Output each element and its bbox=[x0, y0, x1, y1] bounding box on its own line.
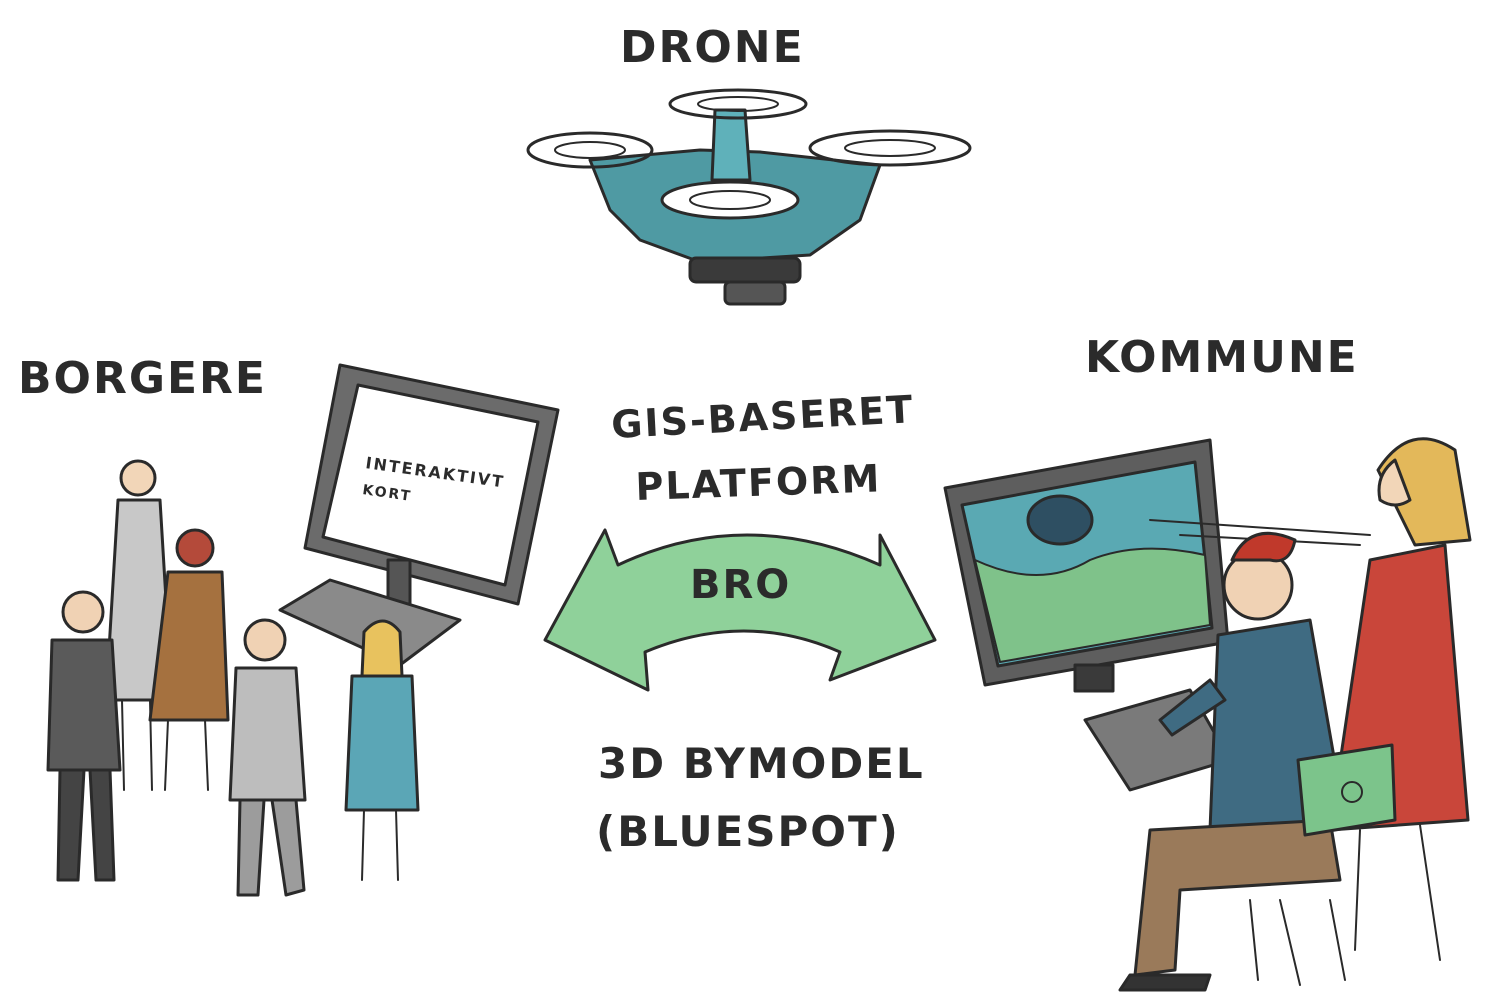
kommune-map-land bbox=[974, 547, 1211, 663]
citizen-blue-coat bbox=[344, 619, 420, 881]
kommune-chair bbox=[1249, 743, 1397, 986]
kommune-label: KOMMUNE bbox=[1085, 332, 1359, 383]
citizen-screen-display bbox=[321, 383, 540, 587]
model-label-line1: 3D BYMODEL bbox=[598, 739, 925, 788]
drone-camera-lens bbox=[723, 280, 787, 306]
citizen-grey-suit bbox=[228, 618, 307, 897]
citizen-screen-label-line2: KORT bbox=[361, 482, 413, 505]
kommune-map-lake bbox=[1026, 494, 1094, 546]
drone-camera bbox=[688, 256, 802, 284]
citizen-screen: INTERAKTIVT KORT bbox=[278, 363, 560, 667]
citizen-woman-grey bbox=[104, 459, 174, 791]
platform-label-line2: PLATFORM bbox=[635, 456, 882, 509]
citizen-keyboard bbox=[278, 578, 462, 667]
drone bbox=[526, 88, 972, 306]
drone-rotor-top bbox=[668, 88, 808, 120]
drone-rotor-right bbox=[808, 129, 972, 167]
bridge-label: BRO bbox=[690, 562, 791, 608]
kommune-monitor-stand bbox=[1073, 663, 1115, 693]
citizen-group bbox=[46, 459, 420, 897]
drone-label: DRONE bbox=[620, 22, 805, 73]
platform-label-line1: GIS-BASERET bbox=[610, 387, 915, 447]
citizen-brown-coat bbox=[148, 528, 230, 791]
model-label-line2: (BLUESPOT) bbox=[596, 807, 900, 856]
drone-rotor-left bbox=[526, 131, 654, 169]
drone-rotor-front bbox=[660, 180, 800, 220]
borgere-label: BORGERE bbox=[18, 353, 267, 404]
citizen-dark-suit bbox=[46, 590, 122, 882]
kommune-chair-back bbox=[1296, 743, 1397, 837]
drone-mast bbox=[710, 108, 752, 182]
bridge-arrow-shape bbox=[543, 528, 937, 692]
kommune-monitor bbox=[943, 438, 1232, 792]
kommune-man-trousers bbox=[1133, 818, 1342, 977]
bridge-arrow bbox=[543, 528, 937, 692]
